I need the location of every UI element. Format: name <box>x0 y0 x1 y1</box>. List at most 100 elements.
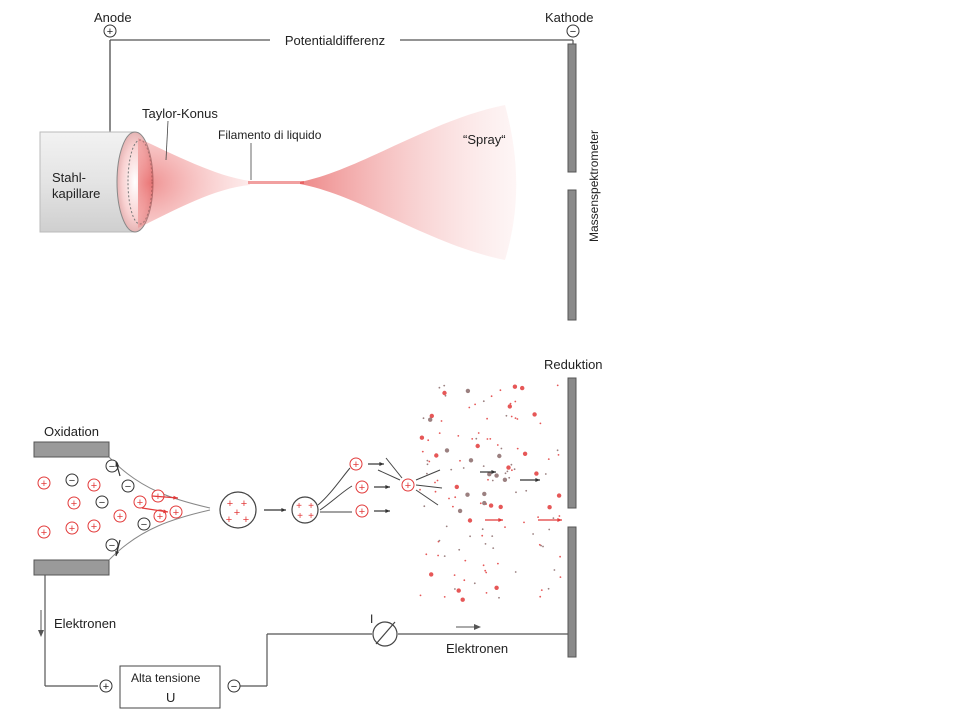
spray-droplet <box>438 386 441 389</box>
spray-droplet <box>423 505 426 508</box>
spray-droplet <box>438 539 441 542</box>
spray-droplet <box>437 554 439 557</box>
negative-ion-icon <box>95 495 109 509</box>
spray-droplet <box>469 535 471 538</box>
negative-ion-symbol: − <box>109 540 115 552</box>
positive-ion-symbol: + <box>69 523 75 535</box>
shrinking-droplet <box>291 496 319 524</box>
potential-label: Potentialdifferenz <box>285 33 385 48</box>
droplet-charge-symbol: + <box>308 511 314 522</box>
spray-droplet <box>490 395 493 398</box>
potential-label-bg <box>270 30 400 50</box>
spray-droplet <box>532 533 534 535</box>
spray-droplet <box>498 596 500 599</box>
spray-droplet <box>421 450 424 453</box>
spray-droplet <box>457 435 460 437</box>
offspring-arrow-head <box>379 462 384 466</box>
ammeter-needle <box>375 621 396 645</box>
positive-ion-icon <box>153 509 167 523</box>
droplet-charge-symbol: + <box>241 498 247 510</box>
positive-ion-icon <box>65 521 79 535</box>
spray-droplet <box>513 468 516 471</box>
spray-dots <box>419 384 562 602</box>
spray-droplet <box>471 438 474 440</box>
spray-droplet <box>499 389 502 392</box>
spray-droplet <box>460 597 465 602</box>
anode-label: Anode <box>94 10 132 25</box>
power-symbol: U <box>166 690 175 705</box>
droplet-charge-symbol: + <box>297 511 303 522</box>
reduction-plate-lower <box>567 526 577 658</box>
electron-arrow-right-head <box>474 624 481 630</box>
positive-ion-symbol: + <box>359 506 365 518</box>
positive-ion-icon <box>113 509 127 523</box>
positive-ion-symbol: + <box>137 497 143 509</box>
spray-droplet <box>507 404 512 409</box>
spray-droplet <box>436 479 439 482</box>
spray-droplet <box>486 438 489 440</box>
spray-droplet <box>487 478 489 481</box>
large-droplet <box>219 491 257 529</box>
spray-droplet <box>485 571 488 574</box>
anode-plus-icon <box>103 24 117 38</box>
coulomb-burst-line <box>385 457 403 479</box>
cone-outline-lower <box>108 509 211 561</box>
capillary-label-line1: Stahl- <box>52 170 86 185</box>
spray-droplet <box>489 438 492 440</box>
spray-droplet <box>558 515 561 517</box>
spray-droplet <box>500 447 503 450</box>
offspring-arrow-head <box>385 485 390 489</box>
spray-droplet <box>419 435 425 440</box>
spray-droplet <box>443 596 446 598</box>
filament-label: Filamento di liquido <box>218 128 322 142</box>
reduktion-label: Reduktion <box>544 357 603 372</box>
spray-droplet <box>482 400 485 403</box>
spray-droplet <box>459 459 461 462</box>
spray-droplet <box>425 553 428 556</box>
positive-ion-symbol: + <box>71 498 77 510</box>
droplet-charge-symbol: + <box>296 501 302 512</box>
spray-droplet <box>491 535 494 537</box>
ms-plate-upper <box>567 43 577 173</box>
ion-layer: ++−++++−−−+−+−+++ <box>37 459 183 557</box>
positive-ion-symbol: + <box>157 511 163 523</box>
cathode-minus-symbol: − <box>570 26 576 38</box>
spray-droplet <box>532 412 537 417</box>
spray-droplet <box>516 447 519 450</box>
supply-minus-symbol: − <box>231 681 237 693</box>
negative-ion-symbol: − <box>69 475 75 487</box>
spray-droplet <box>482 500 487 506</box>
spray-droplet <box>429 572 434 577</box>
ion-flow-arrow-head <box>163 509 168 514</box>
spray-droplet <box>559 576 562 578</box>
spray-droplet <box>516 418 519 420</box>
spray-droplet <box>434 453 439 458</box>
spray-droplet <box>428 417 433 422</box>
positive-ion-icon <box>401 478 415 492</box>
spray-plume <box>300 105 517 260</box>
spray-droplet <box>443 384 446 387</box>
positive-ion-symbol: + <box>173 507 179 519</box>
spray-droplet <box>505 414 508 417</box>
spray-droplet <box>462 467 465 469</box>
spray-droplet <box>488 503 494 508</box>
elektronen-right-label: Elektronen <box>446 641 508 656</box>
spray-droplet <box>482 491 487 497</box>
spray-arrow-head <box>491 470 496 474</box>
capillary-wall-bottom <box>33 559 110 576</box>
spray-droplet <box>509 402 512 405</box>
ion-to-ms-arrow-head <box>557 518 562 522</box>
spray-droplet <box>454 496 457 499</box>
spray-droplet <box>419 488 421 491</box>
coulomb-burst-line <box>415 469 441 481</box>
spray-droplet <box>547 458 550 460</box>
spray-droplet <box>544 473 547 475</box>
spray-droplet <box>556 384 559 387</box>
supply-minus-icon <box>227 679 241 693</box>
taylor-label: Taylor-Konus <box>142 106 218 121</box>
spray-droplet <box>534 471 539 476</box>
spray-droplet <box>440 420 443 422</box>
positive-ion-icon <box>87 519 101 533</box>
cathode-minus-icon <box>566 24 580 38</box>
spray-droplet <box>465 492 470 497</box>
